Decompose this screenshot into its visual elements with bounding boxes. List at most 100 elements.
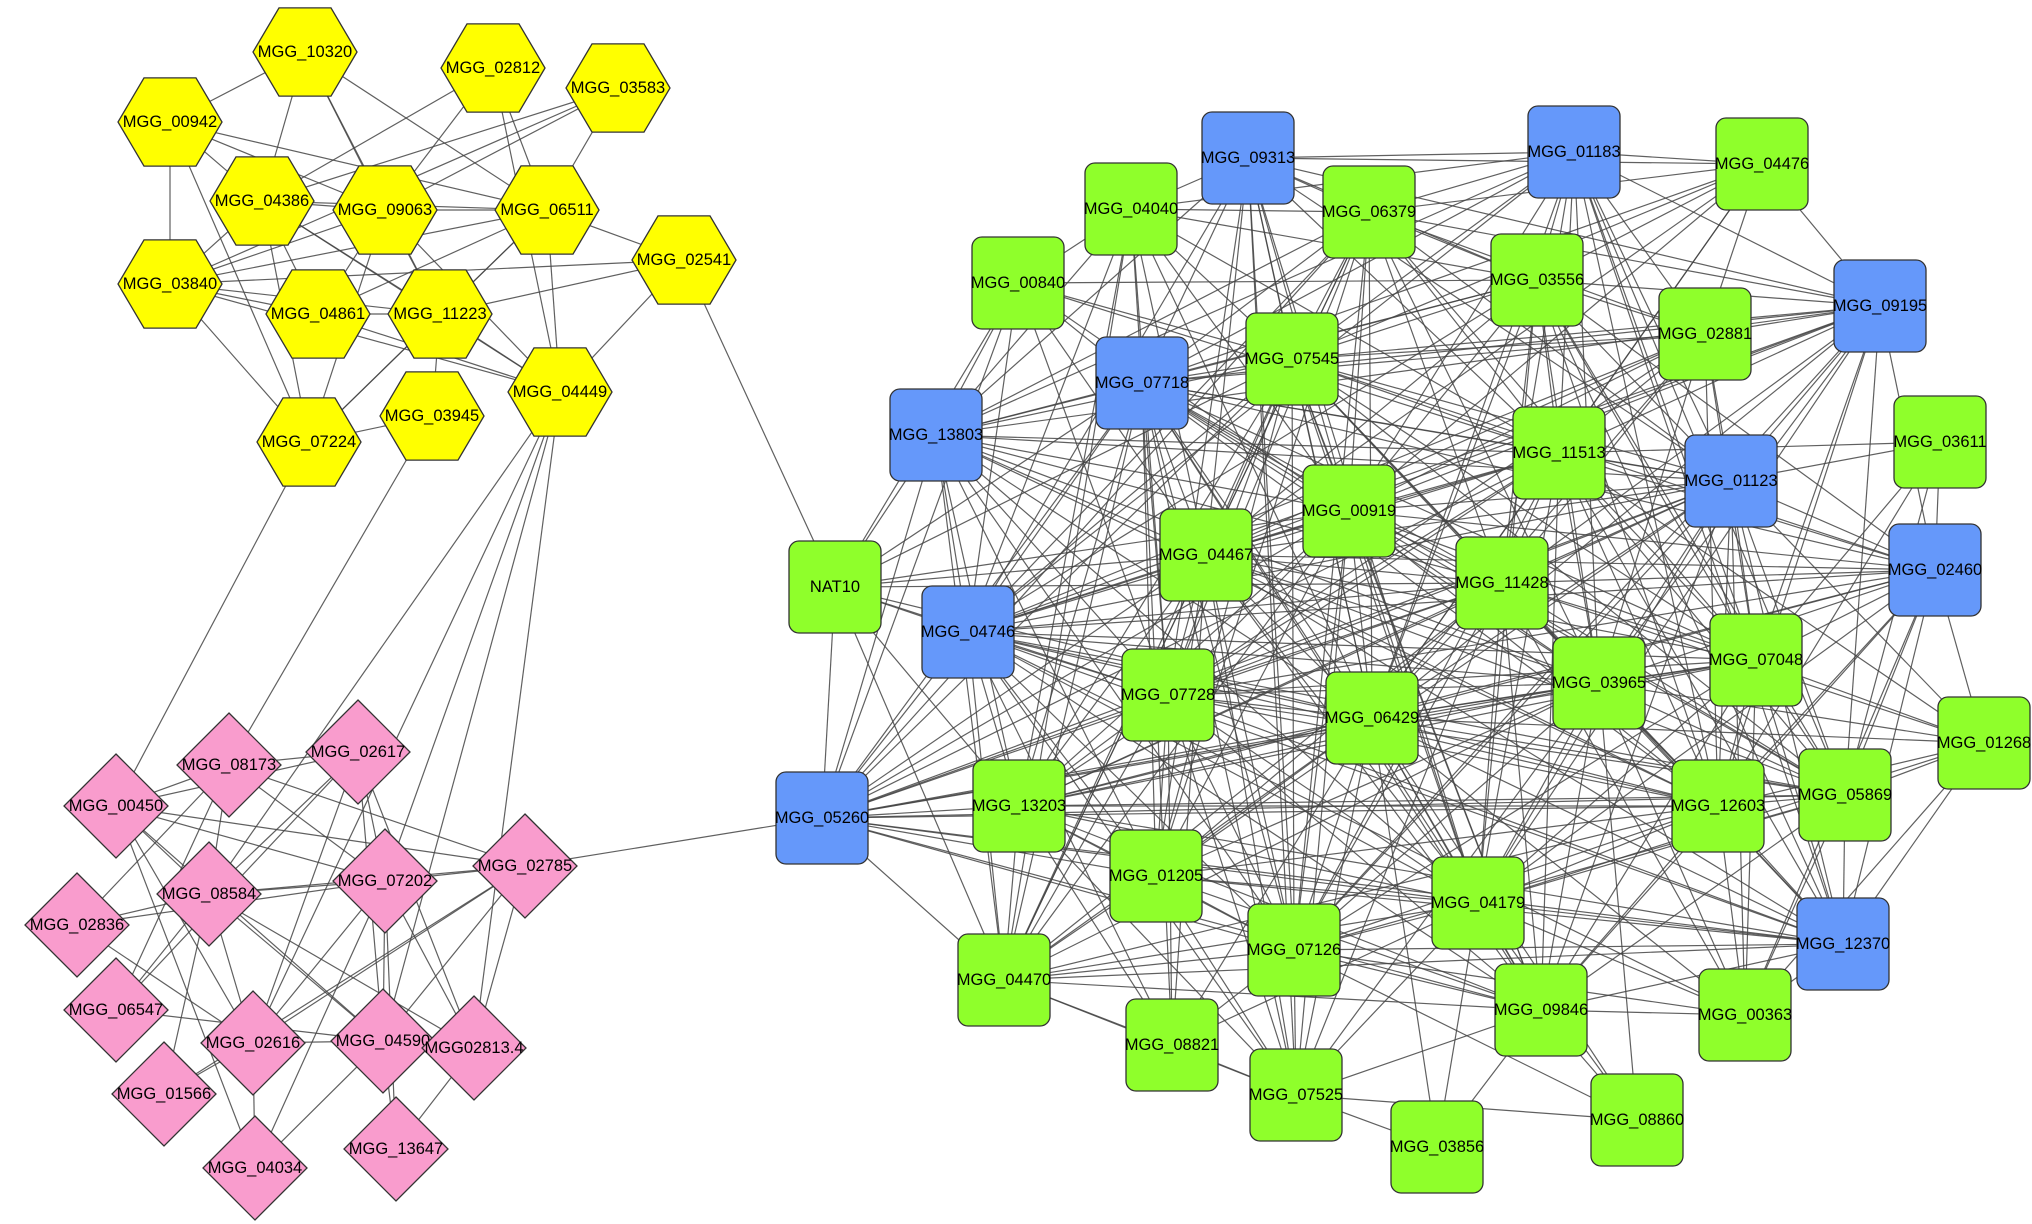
node-mgg-03856[interactable]: MGG_03856 [1390,1100,1484,1194]
node-label: MGG_03840 [123,275,217,293]
node-mgg-06429[interactable]: MGG_06429 [1325,671,1419,765]
edge [1536,279,1936,571]
edge [1171,717,1373,1046]
node-mgg-02836[interactable]: MGG_02836 [24,872,130,978]
node-mgg-07525[interactable]: MGG_07525 [1249,1048,1343,1142]
node-mgg-06547[interactable]: MGG_06547 [63,957,169,1063]
blue-square-node-shape [1527,105,1621,199]
edge [1291,358,1479,904]
node-mgg-07224[interactable]: MGG_07224 [256,397,362,487]
edge [1540,682,1600,1011]
node-mgg-01123[interactable]: MGG_01123 [1684,434,1778,528]
node-mgg-09195[interactable]: MGG_09195 [1833,259,1927,353]
node-label: MGG_05260 [775,809,869,827]
node-mgg-11428[interactable]: MGG_11428 [1455,536,1549,630]
node-mgg-02616[interactable]: MGG_02616 [200,990,306,1096]
node-mgg-04386[interactable]: MGG_04386 [209,156,315,246]
green-square-node-shape [1431,856,1525,950]
node-mgg-02617[interactable]: MGG_02617 [305,699,411,805]
edge [935,157,1249,436]
node-mgg-02881[interactable]: MGG_02881 [1658,287,1752,381]
node-mgg-03583[interactable]: MGG_03583 [565,43,671,133]
node-mgg-03611[interactable]: MGG_03611 [1893,395,1987,489]
node-label: MGG_04179 [1431,894,1525,912]
edge [967,631,1173,1046]
node-mgg-08860[interactable]: MGG_08860 [1590,1073,1684,1167]
node-mgg-07202[interactable]: MGG_07202 [332,828,438,934]
node-mgg-01566[interactable]: MGG_01566 [111,1041,217,1147]
node-mgg02813-4[interactable]: MGG02813.4 [421,995,527,1101]
edge [1293,682,1600,951]
node-mgg-11223[interactable]: MGG_11223 [387,269,493,359]
node-mgg-09063[interactable]: MGG_09063 [332,165,438,255]
node-mgg-04179[interactable]: MGG_04179 [1431,856,1525,950]
node-mgg-08821[interactable]: MGG_08821 [1125,998,1219,1092]
node-mgg-00942[interactable]: MGG_00942 [117,77,223,167]
node-mgg-04476[interactable]: MGG_04476 [1715,117,1809,211]
node-mgg-00919[interactable]: MGG_00919 [1302,464,1396,558]
node-mgg-03945[interactable]: MGG_03945 [379,371,485,461]
node-mgg-00450[interactable]: MGG_00450 [63,753,169,859]
node-mgg-01205[interactable]: MGG_01205 [1109,829,1203,923]
node-mgg-03965[interactable]: MGG_03965 [1552,636,1646,730]
node-mgg-09846[interactable]: MGG_09846 [1494,963,1588,1057]
node-mgg-07126[interactable]: MGG_07126 [1247,903,1341,997]
node-label: MGG_02617 [311,743,405,761]
edge [1291,151,1575,360]
edge [1540,659,1757,1011]
node-mgg-12603[interactable]: MGG_12603 [1671,759,1765,853]
node-mgg-13203[interactable]: MGG_13203 [972,759,1066,853]
node-mgg-03840[interactable]: MGG_03840 [117,239,223,329]
node-label: MGG_01183 [1527,143,1620,161]
node-mgg-11513[interactable]: MGG_11513 [1512,406,1606,500]
node-mgg-05260[interactable]: MGG_05260 [775,771,869,865]
node-mgg-04467[interactable]: MGG_04467 [1159,508,1253,602]
node-mgg-01268[interactable]: MGG_01268 [1937,696,2031,790]
node-mgg-04449[interactable]: MGG_04449 [507,347,613,437]
node-mgg-04040[interactable]: MGG_04040 [1084,162,1178,256]
node-nat10[interactable]: NAT10 [788,540,882,634]
node-mgg-00840[interactable]: MGG_00840 [971,236,1065,330]
node-mgg-05869[interactable]: MGG_05869 [1798,748,1892,842]
node-label: MGG_01205 [1109,867,1203,885]
node-mgg-04861[interactable]: MGG_04861 [265,269,371,359]
node-mgg-10320[interactable]: MGG_10320 [252,7,358,97]
node-mgg-06379[interactable]: MGG_06379 [1322,165,1416,259]
node-mgg-03556[interactable]: MGG_03556 [1490,233,1584,327]
edge [1477,569,1936,904]
node-mgg-02541[interactable]: MGG_02541 [631,215,737,305]
node-mgg-07545[interactable]: MGG_07545 [1245,312,1339,406]
edge [1717,441,1941,807]
node-mgg-01183[interactable]: MGG_01183 [1527,105,1621,199]
node-mgg-07718[interactable]: MGG_07718 [1095,336,1189,430]
hexagon-node-shape [631,215,737,305]
hexagon-node-shape [256,397,362,487]
node-mgg-04470[interactable]: MGG_04470 [957,933,1051,1027]
node-mgg-07728[interactable]: MGG_07728 [1121,648,1215,742]
node-mgg-00363[interactable]: MGG_00363 [1698,968,1792,1062]
edge [1017,282,1169,696]
edge [1291,358,1732,482]
edge [1247,157,1560,454]
node-mgg-07048[interactable]: MGG_07048 [1709,613,1803,707]
node-mgg-13803[interactable]: MGG_13803 [889,388,983,482]
node-mgg-08173[interactable]: MGG_08173 [176,712,282,818]
node-mgg-13647[interactable]: MGG_13647 [343,1096,449,1202]
node-label: MGG_06547 [69,1001,163,1019]
node-mgg-09313[interactable]: MGG_09313 [1201,111,1295,205]
node-mgg-06511[interactable]: MGG_06511 [494,165,600,255]
edge [1003,682,1600,981]
node-mgg-02460[interactable]: MGG_02460 [1888,523,1982,617]
node-mgg-04034[interactable]: MGG_04034 [202,1115,308,1221]
node-mgg-12370[interactable]: MGG_12370 [1796,897,1890,991]
node-label: MGG_04040 [1084,200,1178,218]
edge [382,391,561,1042]
edge [834,358,1293,588]
node-mgg-04746[interactable]: MGG_04746 [921,585,1015,679]
node-mgg-08584[interactable]: MGG_08584 [156,841,262,947]
node-mgg-02785[interactable]: MGG_02785 [472,813,578,919]
node-mgg-04590[interactable]: MGG_04590 [330,988,436,1094]
node-mgg-02812[interactable]: MGG_02812 [440,23,546,113]
node-label: MGG_01123 [1684,472,1777,490]
edge [1540,794,1846,1011]
